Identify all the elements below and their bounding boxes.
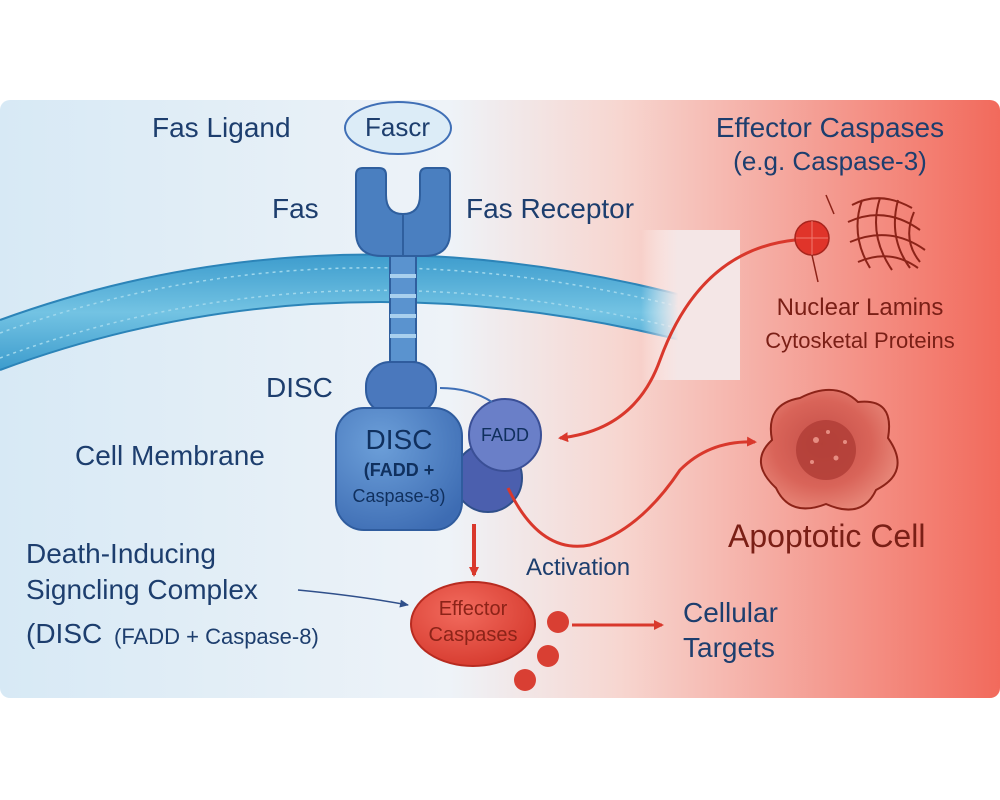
fascr-label: Fascr bbox=[365, 112, 430, 142]
apoptotic-cell-label: Apoptotic Cell bbox=[728, 518, 926, 554]
fas-ligand-label: Fas Ligand bbox=[152, 112, 291, 143]
arrow-activation-to-apoptotic bbox=[506, 436, 757, 548]
arrow-to-effector-from-label bbox=[297, 589, 409, 608]
disc-box-line3: Caspase-8) bbox=[352, 486, 446, 506]
effector-caspases-blob-label-1: Effector bbox=[438, 598, 508, 620]
effector-caspases-blob bbox=[410, 581, 569, 691]
disc-complex bbox=[335, 361, 542, 531]
cytoskeletal-proteins-label: Cytosketal Proteins bbox=[765, 328, 955, 353]
fas-receptor-label: Fas Receptor bbox=[466, 193, 635, 224]
fadd-label: FADD bbox=[480, 425, 529, 445]
death-inducing-label-3b: (FADD + Caspase-8) bbox=[114, 624, 319, 649]
apoptotic-cell-icon bbox=[760, 388, 899, 511]
cellular-targets-label-2: Targets bbox=[683, 632, 775, 663]
death-inducing-label-2: Signcling Complex bbox=[26, 574, 258, 605]
fas-label: Fas bbox=[272, 193, 319, 224]
fadd-circle bbox=[468, 398, 542, 472]
disc-box bbox=[335, 407, 463, 531]
cell-membrane-label: Cell Membrane bbox=[75, 440, 265, 471]
effector-caspases-title: Effector Caspases bbox=[715, 112, 945, 143]
death-inducing-label-3a: (DISC bbox=[26, 618, 103, 649]
cell-membrane bbox=[0, 230, 740, 380]
caspase-3-icon bbox=[794, 194, 835, 283]
cellular-targets-label-1: Cellular bbox=[683, 597, 778, 628]
nuclear-lamins-label: Nuclear Lamins bbox=[776, 294, 944, 321]
effector-caspases-blob-label-2: Caspases bbox=[428, 624, 518, 646]
effector-caspases-example: (e.g. Caspase-3) bbox=[733, 146, 927, 176]
arrow-from-caspase3-to-fadd bbox=[558, 238, 796, 443]
cytoskeleton-icon bbox=[847, 197, 926, 271]
fas-receptor-icon bbox=[355, 167, 451, 363]
disc-label: DISC bbox=[266, 372, 333, 403]
activation-label: Activation bbox=[526, 554, 631, 581]
fascr-oval bbox=[344, 101, 452, 155]
disc-box-title: DISC bbox=[365, 424, 433, 455]
disc-box-line2: (FADD + bbox=[363, 460, 435, 480]
death-inducing-label-1: Death-Inducing bbox=[26, 538, 216, 569]
